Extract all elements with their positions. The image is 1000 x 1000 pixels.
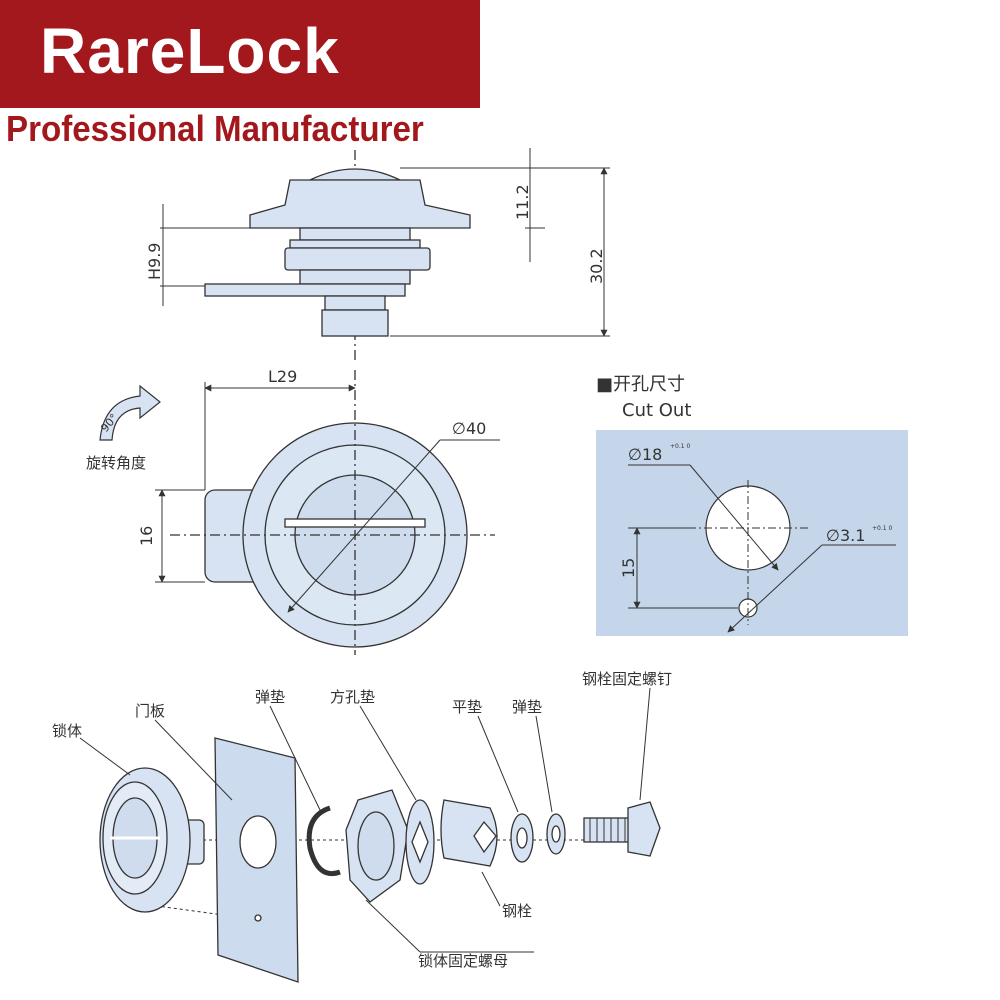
cam-screw-part — [583, 801, 661, 857]
cutout-panel — [596, 430, 908, 636]
cutout-dia-3-1: ∅3.1 — [826, 526, 865, 545]
square-washer-part — [405, 799, 435, 885]
rotation-caption: 旋转角度 — [86, 454, 146, 472]
label-square-washer: 方孔垫 — [330, 688, 375, 706]
label-door-panel: 门板 — [135, 702, 165, 720]
label-spring-washer-2: 弹垫 — [512, 698, 542, 716]
dim-11-2: 11.2 — [513, 184, 532, 220]
label-spring-washer-1: 弹垫 — [255, 688, 285, 706]
dim-dia-40: ∅40 — [452, 419, 486, 438]
cutout-title-cn: ■开孔尺寸 — [596, 374, 685, 395]
cutout-dia-18-tol: +0.1 0 — [670, 443, 690, 450]
brand-banner: RareLock — [0, 0, 480, 108]
cutout-dia-18: ∅18 — [628, 445, 662, 464]
body-nut-part — [345, 789, 409, 903]
cutout-spacing-15: 15 — [619, 558, 638, 578]
label-body-nut: 锁体固定螺母 — [418, 952, 508, 970]
spring-washer-2-part — [546, 813, 566, 855]
flat-washer-part — [510, 813, 534, 863]
leader-lines — [79, 687, 651, 953]
front-view — [170, 370, 495, 655]
brand-name: RareLock — [40, 15, 340, 87]
dim-l29: L29 — [268, 367, 297, 386]
lock-body-part — [99, 767, 205, 913]
dim-h9-9: H9.9 — [145, 243, 164, 280]
side-view — [160, 150, 610, 360]
dim-30-2: 30.2 — [587, 248, 606, 284]
door-panel-part — [214, 737, 299, 983]
cutout-dia-3-1-tol: +0.1 0 — [872, 525, 892, 532]
label-cam-screw: 钢栓固定螺钉 — [582, 670, 672, 688]
dim-16: 16 — [137, 526, 156, 546]
spring-washer-part — [306, 805, 341, 876]
cutout-title-en: Cut Out — [622, 400, 691, 421]
label-cam: 钢栓 — [502, 902, 532, 920]
side-dimensions — [162, 148, 608, 337]
label-lock-body: 锁体 — [52, 722, 82, 740]
brand-tagline: Professional Manufacturer — [6, 108, 424, 149]
cam-part — [440, 799, 498, 867]
label-flat-washer: 平垫 — [452, 698, 482, 716]
front-dimensions — [155, 382, 500, 613]
rotation-arrow-icon — [99, 384, 161, 441]
